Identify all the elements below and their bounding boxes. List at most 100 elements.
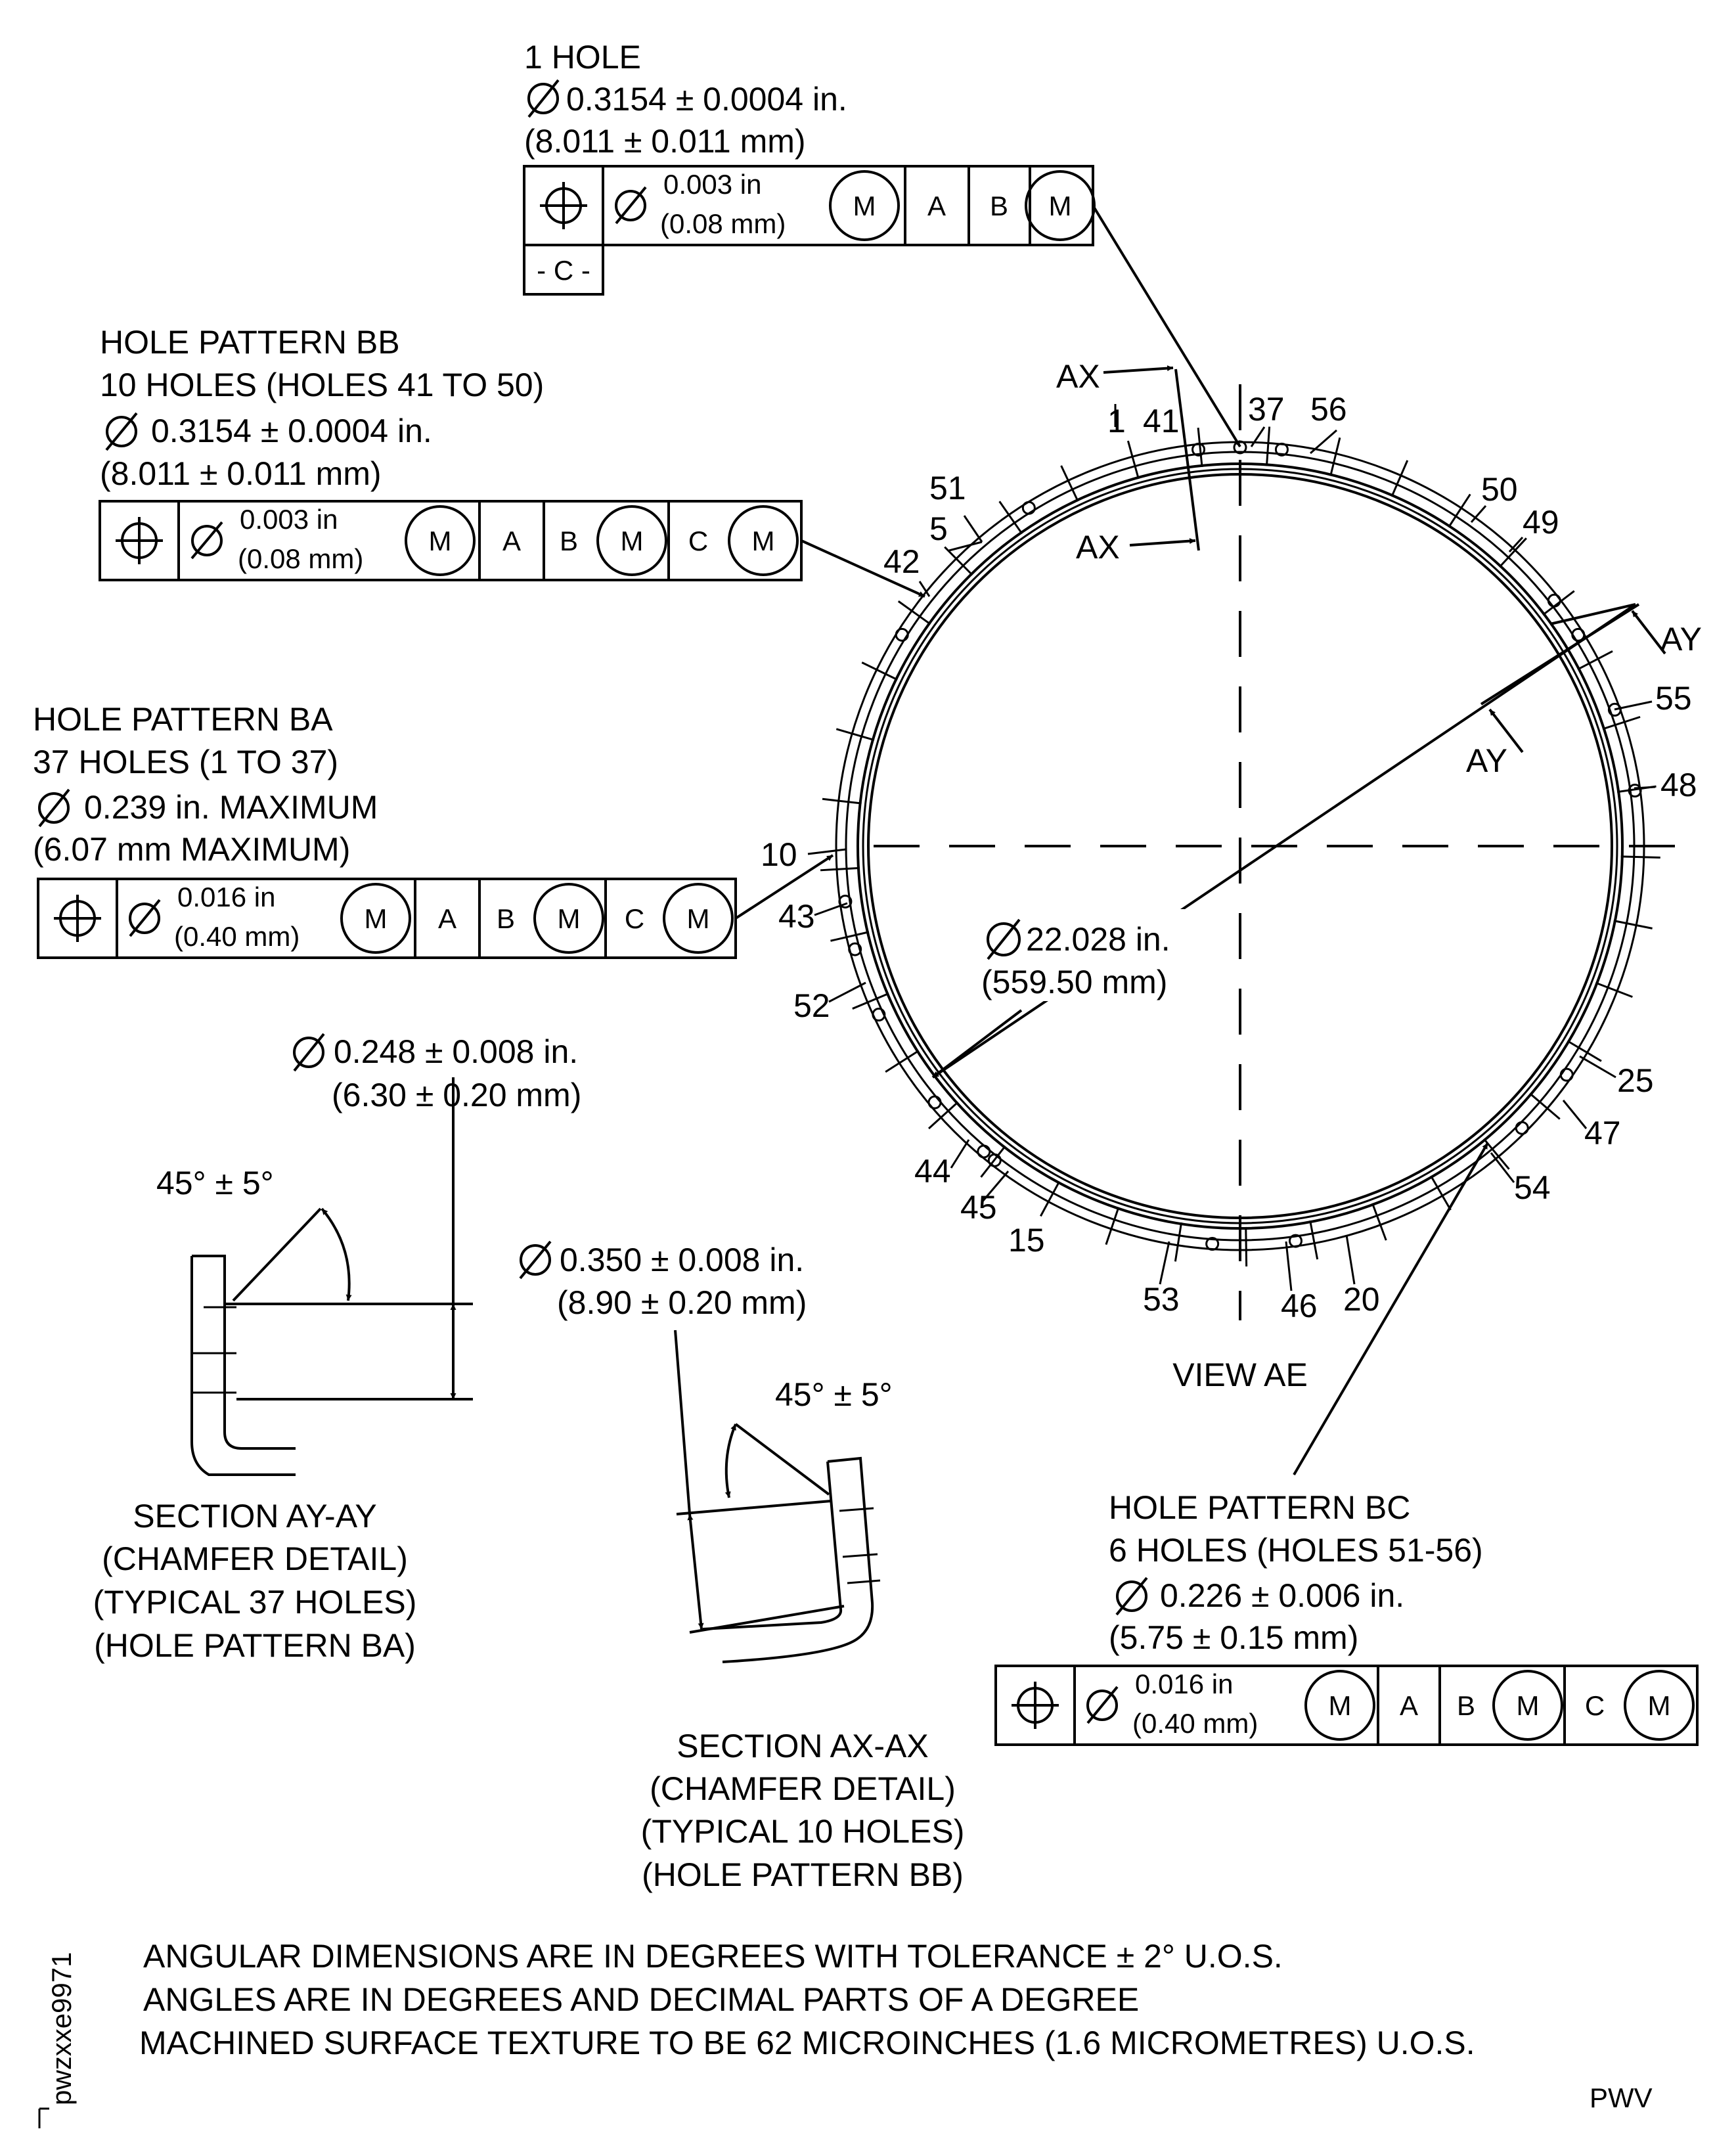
position-icon	[540, 182, 587, 229]
diameter-symbol	[1086, 1686, 1119, 1724]
section-ax-dia-in: 0.350 ± 0.008 in.	[560, 1242, 804, 1278]
ring-tick	[885, 1050, 920, 1073]
pattern-bc-leader	[1293, 1142, 1489, 1476]
fcf-datum-b-mod: M	[1049, 190, 1072, 221]
diameter-symbol	[38, 788, 70, 828]
hole-label-25: 25	[1617, 1062, 1654, 1099]
ring-hole	[987, 1153, 1002, 1167]
section-ax-label-top: AX	[1056, 358, 1100, 395]
ring-hole	[1515, 1121, 1529, 1135]
ring-hole	[838, 894, 853, 908]
single-hole-dia-in: 0.3154 ± 0.0004 in.	[566, 81, 847, 118]
fcf-datum-c-mod: M	[1648, 1690, 1671, 1721]
section-ax-cut-line	[1174, 369, 1200, 551]
ring-hole	[977, 1144, 991, 1159]
pattern-bb-dia-mm: (8.011 ± 0.011 mm)	[100, 455, 382, 492]
fcf-tol-in: 0.016 in	[177, 882, 275, 912]
ring-hole	[1559, 1067, 1574, 1082]
ring-tick	[1602, 715, 1641, 730]
ring-tick	[1309, 1220, 1319, 1260]
section-ax-caption-3: (TYPICAL 10 HOLES)	[641, 1813, 965, 1850]
pattern-bc-title: HOLE PATTERN BC	[1109, 1489, 1410, 1526]
pattern-bc-callout: HOLE PATTERN BC 6 HOLES (HOLES 51-56) 0.…	[994, 1142, 1699, 1746]
hole-label-54: 54	[1514, 1169, 1551, 1206]
fcf-datum-c: C	[1585, 1690, 1605, 1721]
fcf-tol-in: 0.016 in	[1135, 1668, 1233, 1699]
ring-tick	[1245, 1226, 1248, 1266]
pattern-ba-title: HOLE PATTERN BA	[33, 701, 333, 738]
ring-tick	[1265, 426, 1271, 466]
section-ax-caption-2: (CHAMFER DETAIL)	[650, 1770, 956, 1807]
note-3: MACHINED SURFACE TEXTURE TO BE 62 MICROI…	[139, 2025, 1475, 2061]
ring-tick	[1577, 650, 1613, 671]
section-ax-caption-1: SECTION AX-AX	[677, 1728, 928, 1764]
fcf-datum-b: B	[1457, 1690, 1475, 1721]
pattern-bb-callout: HOLE PATTERN BB 10 HOLES (HOLES 41 TO 50…	[99, 324, 925, 598]
diameter-symbol	[105, 412, 138, 451]
diameter-symbol	[987, 918, 1021, 960]
fcf-tol-mm: (0.08 mm)	[238, 543, 363, 574]
hole-label-46: 46	[1281, 1288, 1318, 1324]
ring-hole	[1274, 442, 1289, 457]
fcf-datum-b: B	[560, 526, 578, 556]
section-ay-caption-4: (HOLE PATTERN BA)	[94, 1627, 416, 1664]
view-label: VIEW AE	[1172, 1356, 1308, 1393]
pattern-bb-leader	[801, 539, 925, 598]
ring-tick	[861, 661, 898, 681]
hole-label-37: 37	[1248, 391, 1285, 428]
section-ax-caption-4: (HOLE PATTERN BB)	[642, 1856, 964, 1893]
ring-tick	[1197, 428, 1203, 468]
hole-label-49: 49	[1523, 504, 1559, 541]
hole-label-53: 53	[1143, 1281, 1180, 1318]
single-hole-callout: 1 HOLE 0.3154 ± 0.0004 in. (8.011 ± 0.01…	[523, 39, 1241, 448]
hole-label-15: 15	[1008, 1222, 1045, 1259]
fcf-datum-c-mod: M	[752, 526, 775, 556]
ring-hole	[927, 1095, 942, 1109]
ring-tick	[1430, 1175, 1452, 1211]
ring-tick	[1391, 460, 1409, 497]
fcf-mod: M	[429, 526, 452, 556]
position-icon	[1012, 1682, 1059, 1729]
ring-tick	[1613, 920, 1653, 929]
ring-tick	[1371, 1203, 1387, 1241]
ring-tick	[998, 501, 1023, 535]
section-ay-cut-line	[1480, 603, 1640, 705]
ring-tick	[1329, 437, 1341, 476]
ring-hole	[1628, 784, 1642, 798]
pattern-bb-dia-in: 0.3154 ± 0.0004 in.	[151, 413, 432, 449]
hole-label-42: 42	[883, 543, 920, 580]
ring-hole	[1205, 1237, 1220, 1251]
hole-label-20: 20	[1343, 1281, 1380, 1318]
hole-label-55: 55	[1655, 680, 1692, 717]
fcf-tol-in: 0.003 in	[663, 169, 761, 200]
hole-label-56: 56	[1310, 391, 1347, 428]
pattern-ba-dia-mm: (6.07 mm MAXIMUM)	[33, 831, 350, 868]
hole-label-52: 52	[793, 987, 830, 1024]
single-hole-leader	[1092, 204, 1241, 448]
section-ax-angle: 45° ± 5°	[775, 1376, 893, 1413]
section-ay-label-top: AY	[1660, 621, 1702, 658]
hole-label-51: 51	[929, 470, 966, 506]
position-icon	[54, 895, 101, 942]
single-hole-count: 1 HOLE	[524, 39, 641, 76]
ring-tick	[1542, 590, 1575, 616]
ring-tick	[1105, 1207, 1120, 1245]
fcf-datum-b: B	[497, 903, 515, 934]
ring-tick	[944, 546, 973, 576]
ring-tick	[1060, 465, 1079, 502]
ring-tick	[927, 1101, 959, 1130]
diameter-symbol	[519, 1240, 552, 1280]
fcf-datum-c: C	[688, 526, 708, 556]
diameter-symbol	[190, 521, 223, 560]
ring-tick	[852, 992, 889, 1010]
fcf-datum-a: A	[438, 903, 456, 934]
section-ay-label-bottom: AY	[1466, 742, 1507, 779]
fcf-mod: M	[365, 903, 388, 934]
section-ay-caption-2: (CHAMFER DETAIL)	[102, 1540, 408, 1577]
ring-hole	[1021, 501, 1036, 515]
fcf-datum-a: A	[927, 190, 946, 221]
section-ax-detail: 0.350 ± 0.008 in. (8.90 ± 0.20 mm) 45° ±…	[519, 1240, 965, 1893]
pattern-bb-title: HOLE PATTERN BB	[100, 324, 400, 361]
diameter-symbol	[129, 899, 161, 937]
